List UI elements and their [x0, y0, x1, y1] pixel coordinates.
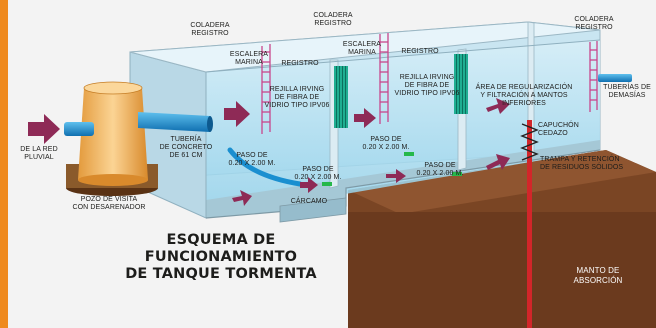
absorption-drill-icon — [520, 120, 539, 328]
pass-opening — [452, 172, 462, 176]
title-line-3: DE TANQUE TORMENTA — [125, 266, 317, 282]
title-line-1: ESQUEMA DE — [166, 232, 276, 248]
inner-pipe — [227, 147, 303, 187]
pass-opening — [404, 152, 414, 156]
ladder-icon — [379, 33, 389, 124]
absorption-ground — [348, 150, 656, 328]
grate-icon — [454, 54, 468, 114]
arrow-right-icon — [28, 114, 60, 144]
label-registro-2: REGISTRO — [401, 48, 439, 55]
ladder-icon — [261, 44, 271, 134]
arrow-right-icon — [486, 154, 510, 170]
storm-tank — [129, 21, 601, 223]
title-line-2: FUNCIONAMIENTO — [144, 249, 298, 265]
diagram-title: ESQUEMA DE FUNCIONAMIENTO DE TANQUE TORM… — [118, 232, 324, 283]
grate-icon — [334, 66, 348, 128]
overflow-pipe — [598, 74, 632, 82]
concrete-pipe — [64, 112, 213, 136]
arrow-right-icon — [224, 101, 250, 127]
manhole-icon — [66, 81, 158, 196]
ladder-icon — [589, 41, 598, 112]
arrow-right-icon — [354, 108, 376, 128]
arrow-right-icon — [232, 190, 252, 206]
label-carcamo: CÁRCAMO — [290, 198, 328, 205]
arrow-right-icon — [300, 177, 318, 193]
arrow-right-icon — [486, 98, 510, 114]
arrow-right-icon — [386, 169, 406, 183]
label-registro-1: REGISTRO — [281, 60, 319, 67]
orange-stripe — [0, 0, 8, 328]
pass-opening — [322, 182, 332, 186]
